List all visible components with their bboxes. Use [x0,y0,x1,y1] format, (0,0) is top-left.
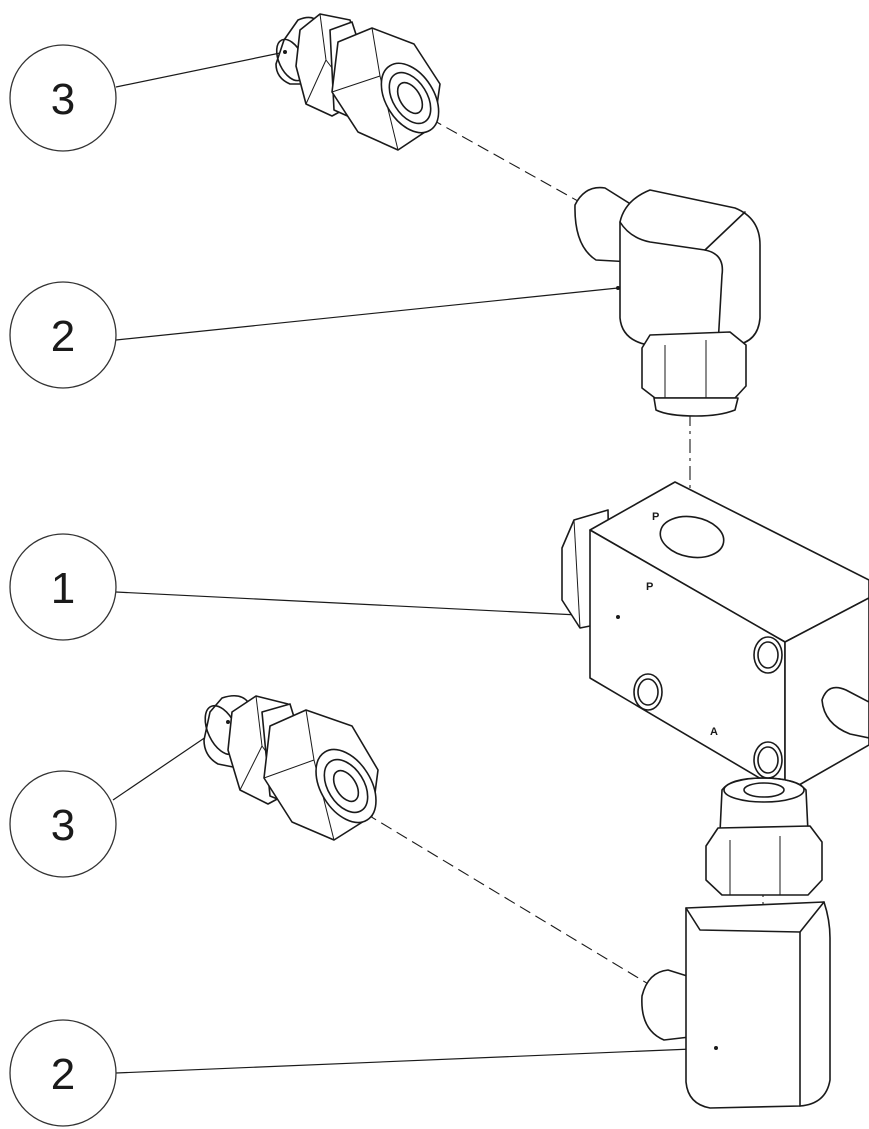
callout-bubble-1: 1 [9,533,117,641]
leader-lines [112,51,717,1074]
port-label-front-upper: P [646,581,653,593]
leader-endpoints [226,50,718,1050]
fitting-3-top [275,13,441,151]
callout-bubble-2-lower: 2 [9,1019,117,1127]
elbow-2-top [574,186,761,417]
callout-bubble-3-lower: 3 [9,770,117,878]
callout-number: 2 [51,312,75,361]
callout-bubble-2-top: 2 [9,281,117,389]
port-label-front-lower: A [710,726,718,738]
callout-number: 2 [51,1050,75,1099]
fitting-3-lower [203,694,379,841]
callout-number: 3 [51,75,75,124]
callout-bubble-3-top: 3 [9,44,117,152]
elbow-2-lower [641,777,831,1109]
port-label-top: P [652,511,659,523]
callout-number: 1 [51,564,75,613]
callout-number: 3 [51,801,75,850]
valve-block-1: P P A [561,481,869,794]
